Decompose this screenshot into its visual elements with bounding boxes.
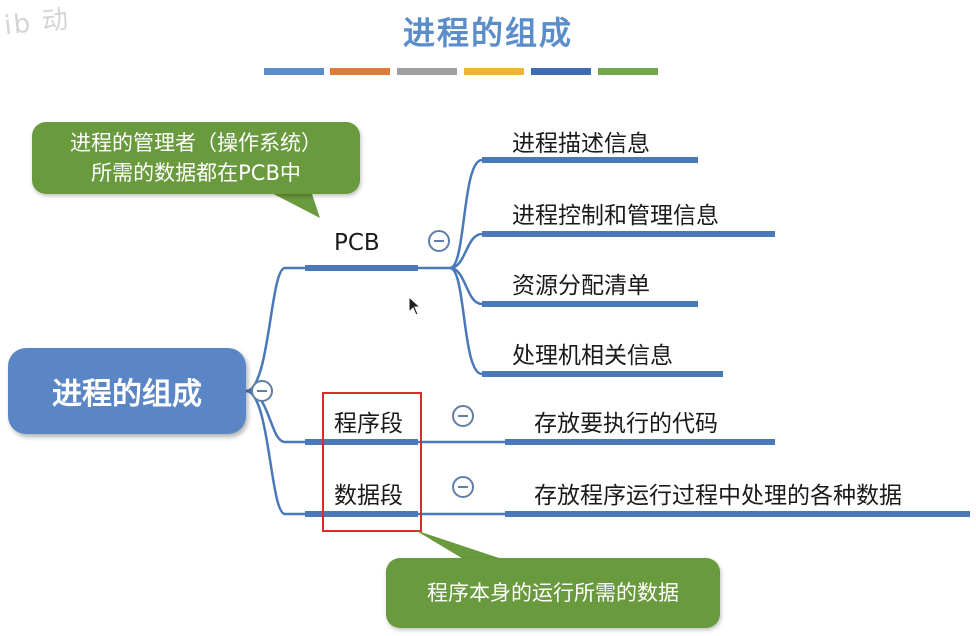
pcb-callout-line2: 所需的数据都在PCB中	[91, 161, 301, 185]
pcb-callout-tail	[262, 188, 320, 218]
branch-data-label[interactable]: 数据段	[334, 483, 403, 509]
root-label: 进程的组成	[52, 377, 202, 412]
connector-pcb-leaf2	[448, 232, 484, 270]
data-callout-tail	[415, 530, 505, 560]
pcb-leaf-2[interactable]: 进程控制和管理信息	[512, 203, 719, 229]
data-callout-text: 程序本身的运行所需的数据	[427, 581, 679, 605]
color-bar-4	[464, 68, 524, 75]
data-callout: 程序本身的运行所需的数据	[386, 558, 720, 628]
program-collapse-button[interactable]	[452, 405, 474, 427]
connector-root-data	[244, 389, 307, 516]
mouse-cursor-icon	[408, 296, 422, 316]
color-bar-3	[397, 68, 457, 75]
root-node[interactable]: 进程的组成	[8, 348, 246, 434]
data-leaf[interactable]: 存放程序运行过程中处理的各种数据	[534, 483, 902, 509]
pcb-callout-line1: 进程的管理者（操作系统）	[70, 131, 322, 155]
branch-program-label[interactable]: 程序段	[334, 411, 403, 437]
connector-root-pcb	[244, 266, 307, 393]
color-bar-2	[330, 68, 390, 75]
color-bar-6	[598, 68, 658, 75]
color-bar-1	[264, 68, 324, 75]
pcb-leaf-3[interactable]: 资源分配清单	[512, 273, 650, 299]
color-bar-5	[531, 68, 591, 75]
data-collapse-button[interactable]	[452, 476, 474, 498]
root-collapse-button[interactable]	[251, 380, 273, 402]
connector-pcb-leaf4	[448, 266, 484, 376]
page-title: 进程的组成	[402, 14, 573, 52]
pcb-leaf-1[interactable]: 进程描述信息	[512, 131, 650, 157]
pcb-collapse-button[interactable]	[428, 230, 450, 252]
pcb-callout: 进程的管理者（操作系统） 所需的数据都在PCB中	[32, 122, 360, 194]
branch-pcb-label[interactable]: PCB	[334, 230, 380, 256]
program-leaf[interactable]: 存放要执行的代码	[534, 411, 718, 437]
pcb-leaf-4[interactable]: 处理机相关信息	[512, 343, 673, 369]
connector-pcb-leaf1	[448, 158, 484, 270]
highlight-box	[322, 392, 422, 532]
